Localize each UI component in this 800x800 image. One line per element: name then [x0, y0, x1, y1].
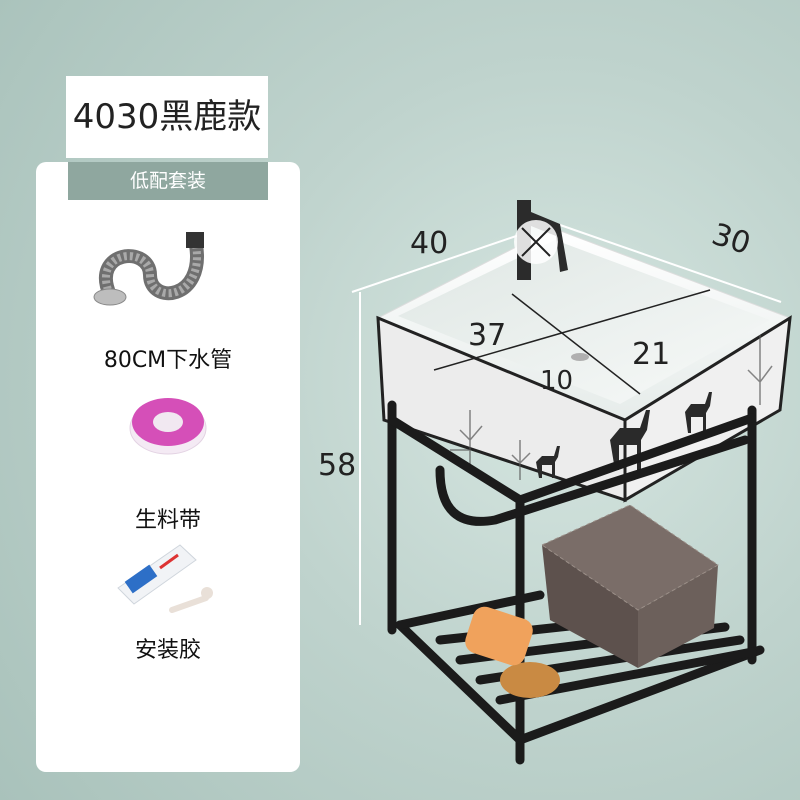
- dimension-drain: 10: [540, 366, 574, 396]
- storage-basket: [540, 504, 719, 668]
- adhesive-tube-icon: [117, 544, 213, 613]
- package-banner: 低配套装: [68, 162, 268, 200]
- dimension-basin-length: 37: [468, 318, 507, 353]
- accessory-label-adhesive: 安装胶: [134, 638, 201, 663]
- accessory-panel: [36, 162, 300, 772]
- drain-hose-icon: [93, 232, 204, 306]
- dimension-height: 58: [318, 448, 357, 483]
- basin: [376, 200, 792, 503]
- accessory-label-hose: 80CM下水管: [103, 348, 233, 373]
- ptfe-tape-icon: [129, 398, 207, 455]
- product-title-box: 4030黑鹿款: [66, 76, 268, 158]
- brush: [465, 606, 560, 698]
- dimension-lines: [351, 217, 782, 625]
- package-label: 低配套装: [129, 170, 206, 192]
- product-title: 4030黑鹿款: [72, 97, 262, 137]
- accessory-label-tape: 生料带: [134, 508, 201, 533]
- dimension-basin-width: 21: [632, 337, 671, 372]
- dimension-width: 40: [410, 226, 449, 261]
